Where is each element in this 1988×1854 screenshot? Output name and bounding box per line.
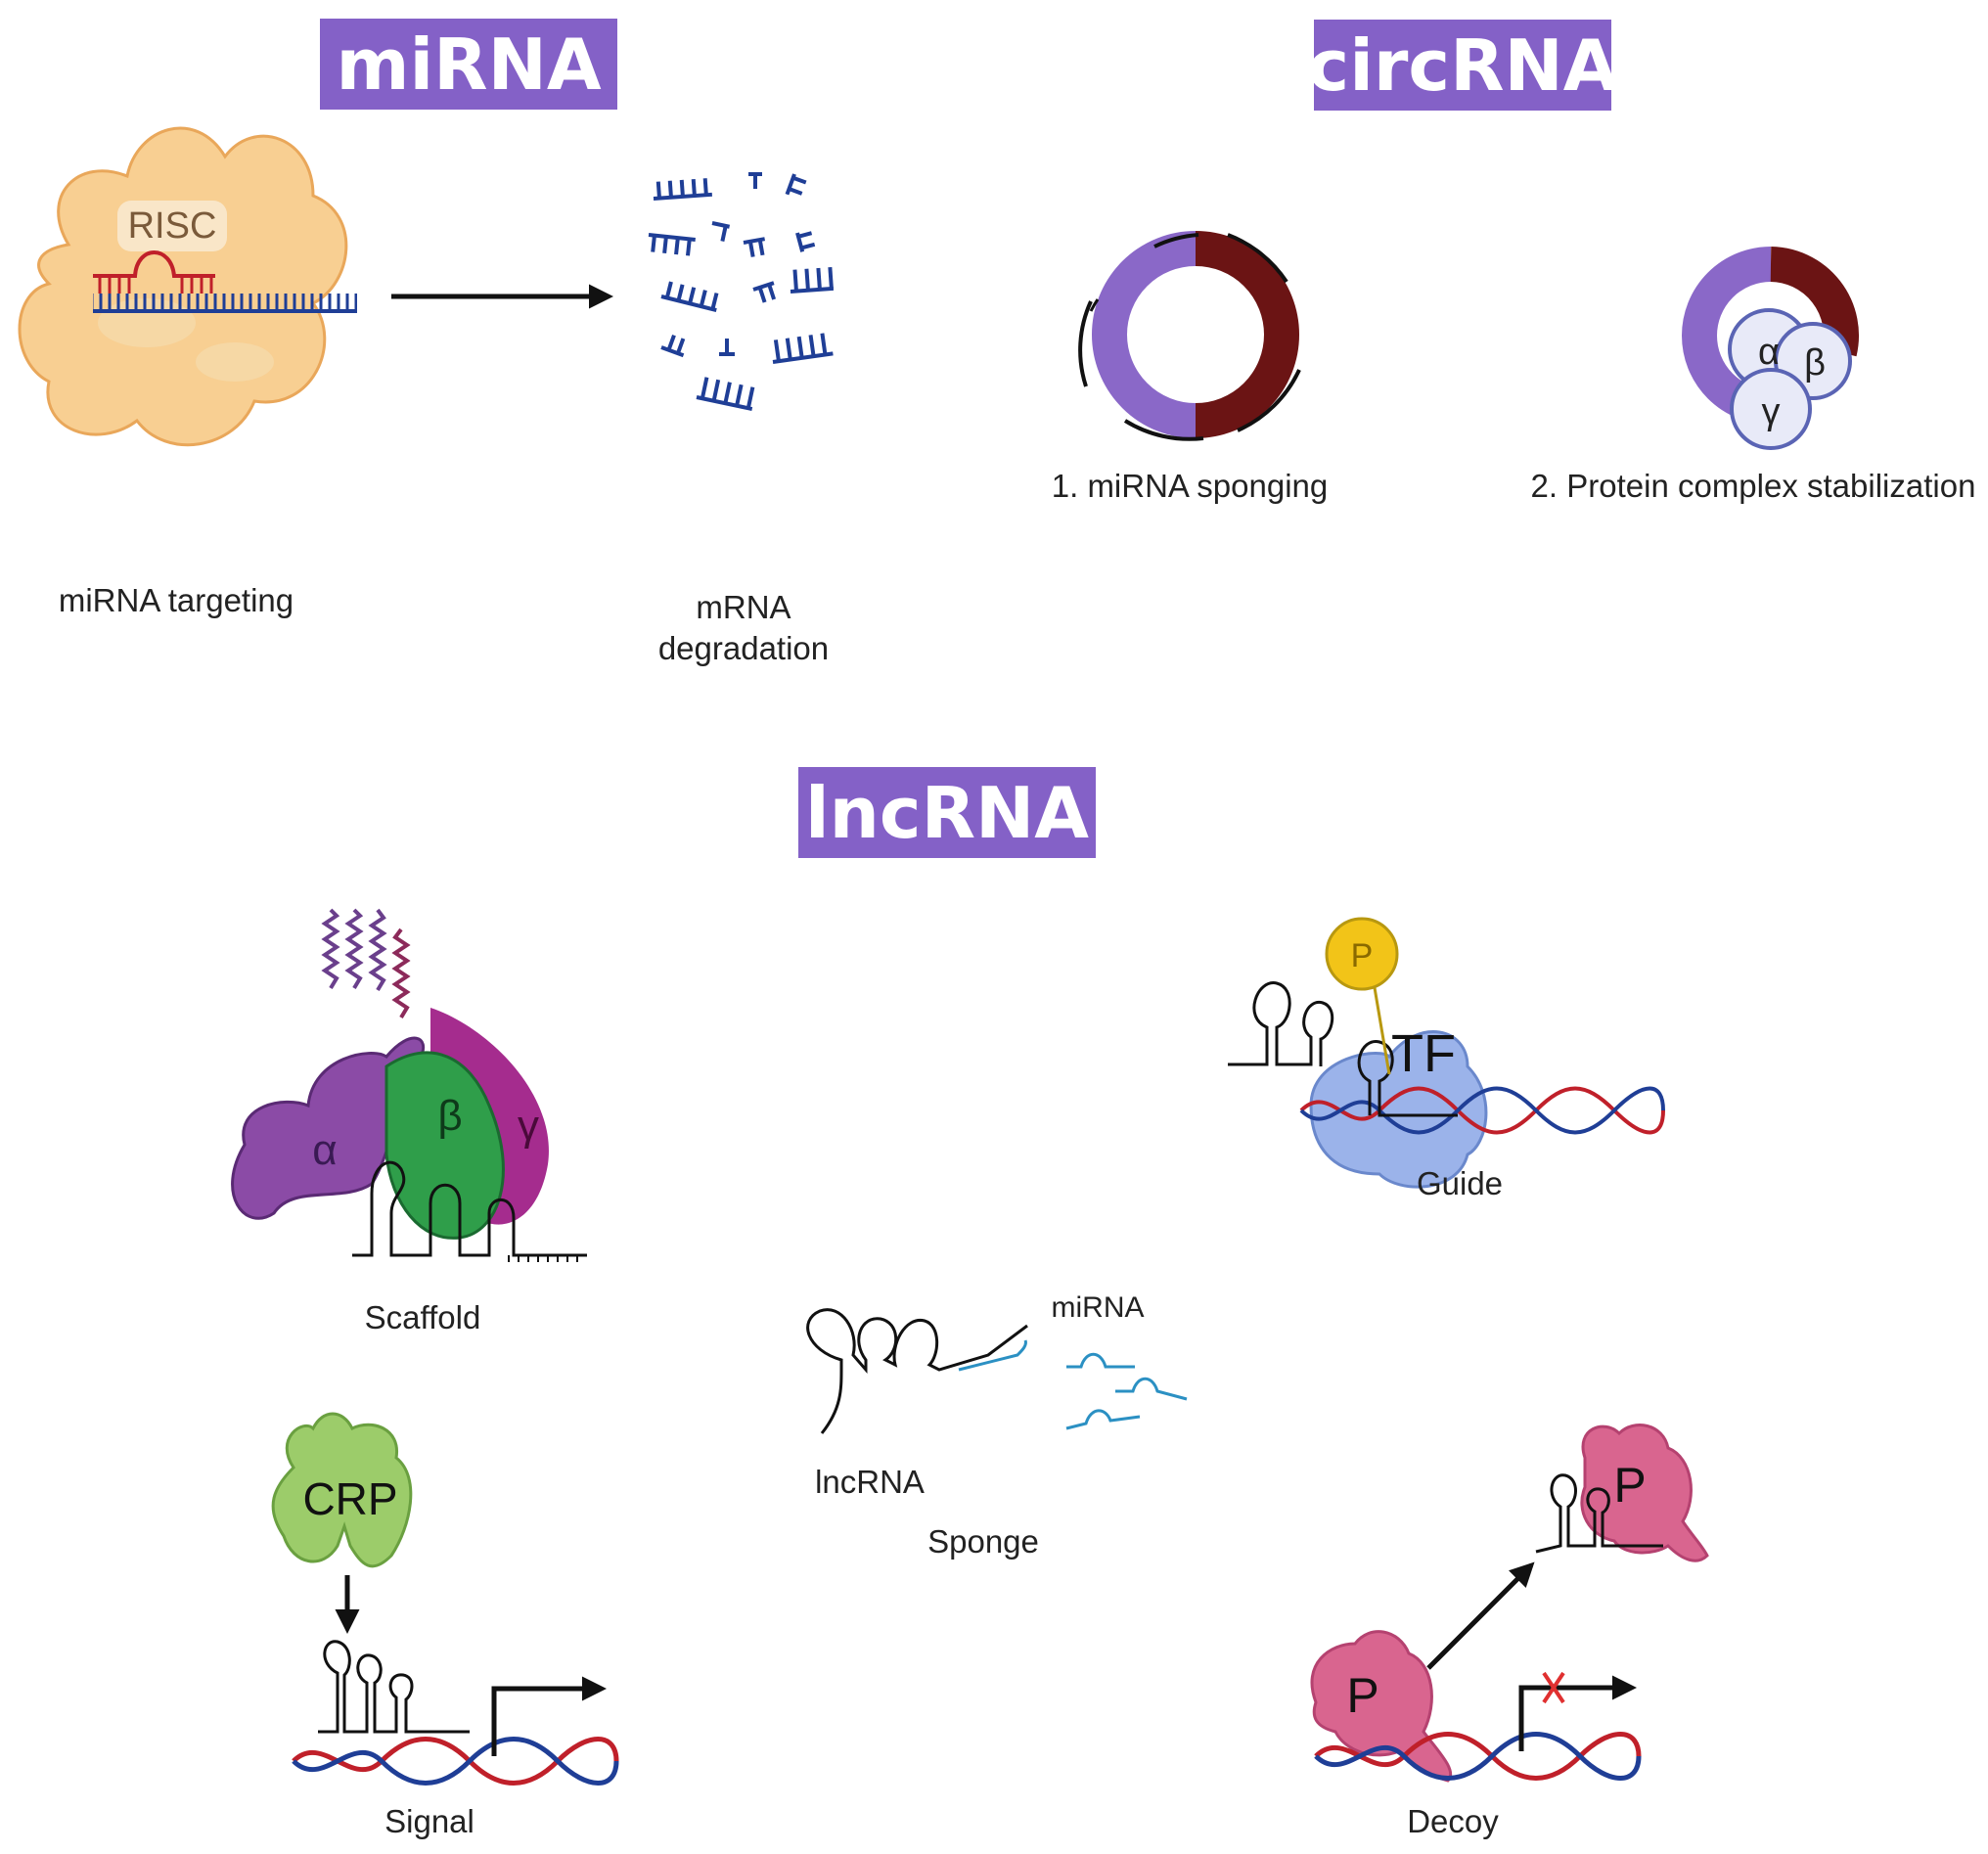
circrna-sponge-ring-icon [1078, 231, 1301, 441]
signal-label: Signal [384, 1803, 474, 1839]
circrna-sponging-label: 1. miRNA sponging [1052, 468, 1328, 504]
circrna-header: circRNA [1308, 20, 1617, 111]
scaffold-beta-label: β [437, 1092, 462, 1140]
risc-label: RISC [128, 205, 217, 247]
guide-complex-icon [1228, 917, 1665, 1189]
guide-p-label: P [1351, 937, 1374, 974]
mrna-target-strand-icon [93, 294, 357, 313]
mrna-degradation-line2: degradation [657, 630, 830, 666]
decoy-complex-icon [1310, 1424, 1709, 1783]
crp-label: CRP [302, 1473, 397, 1524]
scaffold-complex-icon [231, 908, 587, 1262]
sponge-lncrna-icon [806, 1308, 1188, 1434]
mirna-header: miRNA [320, 19, 617, 110]
gamma-subunit-label: γ [1762, 391, 1781, 432]
mrna-degradation-line1: mRNA [696, 589, 791, 625]
scaffold-alpha-label: α [312, 1126, 337, 1174]
sponge-mirna-label: miRNA [1052, 1291, 1145, 1324]
alpha-subunit-label: α [1758, 332, 1780, 373]
scaffold-gamma-label: γ [518, 1102, 539, 1150]
circrna-stabilization-label: 2. Protein complex stabilization [1531, 468, 1976, 504]
mrna-degradation-label: mRNA degradation [626, 587, 861, 669]
circrna-stabilization-icon [1682, 247, 1859, 450]
lncrna-header: lncRNA [798, 767, 1096, 858]
mirna-strand-icon [93, 250, 215, 294]
signal-complex-icon [271, 1412, 619, 1786]
sponge-label: Sponge [927, 1523, 1039, 1560]
decoy-p1-label: P [1346, 1668, 1378, 1723]
guide-label: Guide [1417, 1165, 1503, 1201]
tf-label: TF [1391, 1024, 1456, 1083]
decoy-p2-label: P [1613, 1458, 1646, 1513]
scaffold-label: Scaffold [365, 1299, 481, 1335]
mirna-targeting-label: miRNA targeting [58, 582, 294, 618]
mrna-fragments-icon [648, 172, 835, 412]
sponge-lncrna-label: lncRNA [815, 1464, 925, 1500]
decoy-label: Decoy [1407, 1803, 1499, 1839]
beta-subunit-label: β [1804, 342, 1826, 384]
